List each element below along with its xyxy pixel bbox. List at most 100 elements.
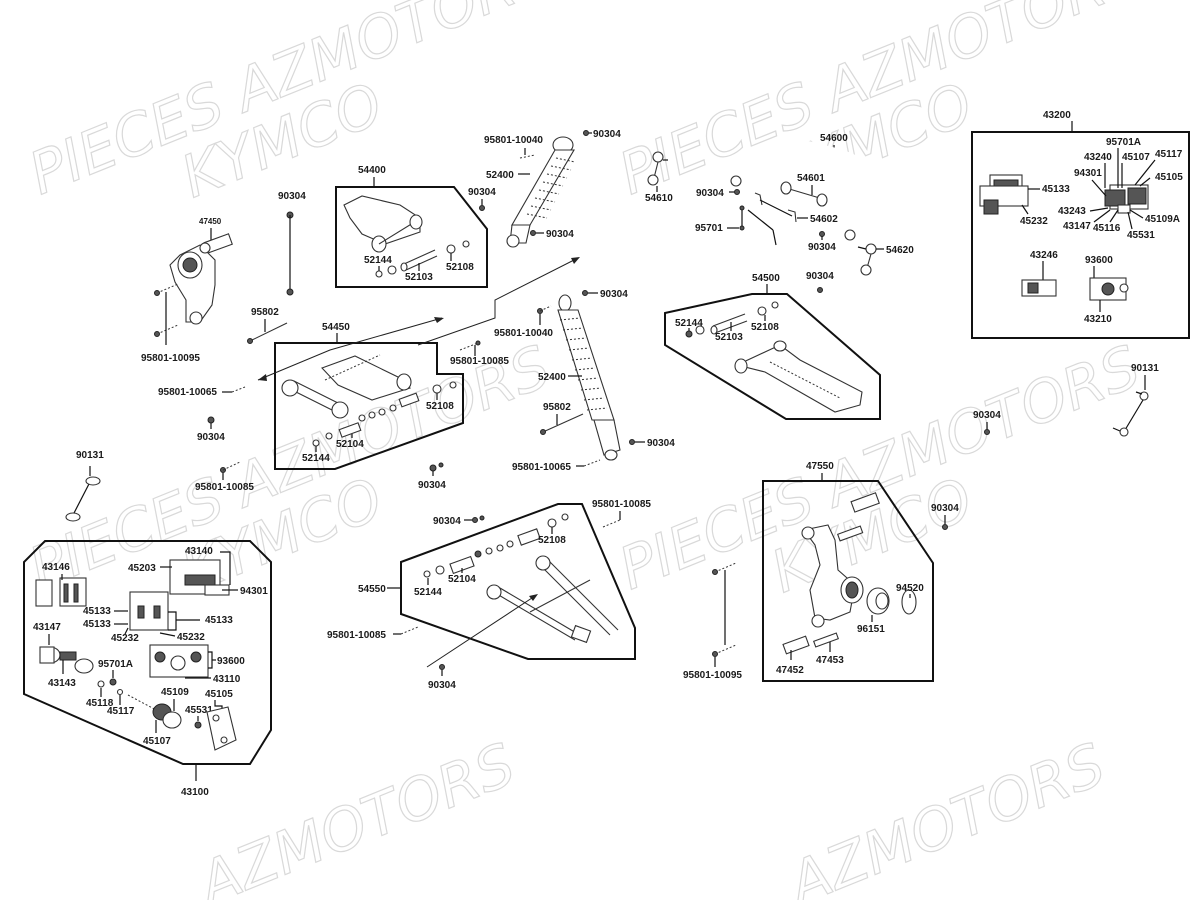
part-label[interactable]: 45105 (205, 689, 233, 700)
group-54400[interactable]: 54400 52144 52103 52108 (335, 165, 488, 288)
part-label[interactable]: 45109A (1145, 214, 1180, 225)
part-label[interactable]: 52108 (751, 322, 779, 333)
group-47550[interactable]: 47550 94520 96151 47452 47453 (762, 461, 934, 682)
part-label[interactable]: 90304 (973, 410, 1001, 421)
part-95701[interactable]: 95701 (695, 192, 797, 246)
part-label[interactable]: 43143 (48, 678, 76, 689)
part-label-43100[interactable]: 43100 (181, 787, 209, 798)
part-label[interactable]: 94301 (240, 586, 268, 597)
part-label[interactable]: 45116 (1093, 223, 1121, 234)
part-label[interactable]: 93600 (1085, 255, 1113, 266)
part-90304-j[interactable]: 90304 (808, 231, 836, 254)
part-54620[interactable]: 54620 (857, 243, 914, 276)
part-label[interactable]: 95802 (543, 402, 571, 413)
part-label[interactable]: 94301 (1074, 168, 1102, 179)
part-label[interactable]: 95701A (1106, 137, 1141, 148)
part-label[interactable]: 45232 (111, 633, 139, 644)
group-43200[interactable]: 43200 45133 45232 95701A 43240 45107 451… (971, 110, 1190, 339)
part-54601[interactable]: 54601 (780, 173, 828, 207)
part-label[interactable]: 54600 (820, 133, 848, 144)
part-label[interactable]: 54601 (797, 173, 825, 184)
part-label-47550[interactable]: 47550 (806, 461, 834, 472)
part-90304-a[interactable]: 90304 (278, 191, 306, 296)
part-label[interactable]: 45117 (107, 706, 135, 717)
part-label[interactable]: 45107 (143, 736, 171, 747)
part-label[interactable]: 43146 (42, 562, 70, 573)
part-label[interactable]: 45133 (1042, 184, 1070, 195)
part-label[interactable]: 95801-10085 (327, 630, 386, 641)
part-label[interactable]: 95801-10085 (592, 499, 651, 510)
part-label[interactable]: 95802 (251, 307, 279, 318)
part-label[interactable]: 45203 (128, 563, 156, 574)
part-label[interactable]: 43240 (1084, 152, 1112, 163)
part-label[interactable]: 43147 (33, 622, 61, 633)
part-label[interactable]: 52400 (486, 170, 514, 181)
part-label[interactable]: 54602 (810, 214, 838, 225)
part-label[interactable]: 43110 (213, 674, 241, 685)
part-label[interactable]: 45105 (1155, 172, 1183, 183)
part-label[interactable]: 90304 (931, 503, 959, 514)
part-label[interactable]: 95701 (695, 223, 723, 234)
part-label-54450[interactable]: 54450 (322, 322, 350, 333)
part-90131-b[interactable]: 90131 (1112, 363, 1159, 437)
part-label[interactable]: 52144 (364, 255, 392, 266)
part-label[interactable]: 90304 (696, 188, 724, 199)
part-label-43200[interactable]: 43200 (1043, 110, 1071, 121)
part-90304-b[interactable]: 90304 (197, 416, 225, 443)
part-label[interactable]: 95801-10085 (450, 356, 509, 367)
part-label-54550[interactable]: 54550 (358, 584, 386, 595)
part-label[interactable]: 43210 (1084, 314, 1112, 325)
part-label[interactable]: 52400 (538, 372, 566, 383)
part-label[interactable]: 95801-10065 (158, 387, 217, 398)
part-label[interactable]: 95801-10095 (683, 670, 742, 681)
part-label[interactable]: 95801-10095 (141, 353, 200, 364)
part-label[interactable]: 54610 (645, 193, 673, 204)
part-90304-o[interactable]: 90304 (428, 664, 456, 692)
part-label[interactable]: 52108 (446, 262, 474, 273)
part-label[interactable]: 52103 (405, 272, 433, 283)
part-47450[interactable]: 47450 (169, 217, 233, 325)
part-label[interactable]: 90304 (647, 438, 675, 449)
group-43100[interactable]: 43100 43140 45203 43146 94301 45133 4513… (23, 540, 272, 798)
part-label[interactable]: 52108 (426, 401, 454, 412)
part-label[interactable]: 95701A (98, 659, 133, 670)
part-label[interactable]: 45118 (86, 698, 114, 709)
group-54550[interactable]: 54550 52144 52104 52108 (358, 503, 636, 660)
part-label-54400[interactable]: 54400 (358, 165, 386, 176)
part-label[interactable]: 90304 (428, 680, 456, 691)
part-label[interactable]: 45232 (177, 632, 205, 643)
part-label[interactable]: 90304 (418, 480, 446, 491)
part-label[interactable]: 90304 (197, 432, 225, 443)
part-label[interactable]: 45232 (1020, 216, 1048, 227)
part-95801-10085-d[interactable]: 95801-10085 (327, 626, 419, 641)
part-54610[interactable]: 54610 (645, 151, 673, 204)
part-label[interactable]: 90304 (468, 187, 496, 198)
part-label[interactable]: 95801-10085 (195, 482, 254, 493)
part-label[interactable]: 45531 (1127, 230, 1155, 241)
part-95801-10095-a[interactable]: 95801-10095 (141, 283, 200, 364)
part-90304-l[interactable]: 90304 (973, 410, 1001, 435)
part-90304-c[interactable]: 90304 (418, 462, 446, 491)
part-95801-10085-b[interactable]: 95801-10085 (450, 340, 509, 367)
part-label[interactable]: 90131 (76, 450, 104, 461)
part-label[interactable]: 90304 (806, 271, 834, 282)
part-label[interactable]: 90131 (1131, 363, 1159, 374)
part-label[interactable]: 43246 (1030, 250, 1058, 261)
part-90304-i[interactable]: 90304 (696, 188, 740, 199)
part-label[interactable]: 90304 (433, 516, 461, 527)
part-label[interactable]: 47450 (199, 217, 222, 226)
part-label[interactable]: 43140 (185, 546, 213, 557)
part-label[interactable]: 43147 (1063, 221, 1091, 232)
part-label[interactable]: 95801-10040 (484, 135, 543, 146)
part-label[interactable]: 90304 (593, 129, 621, 140)
part-label[interactable]: 52144 (414, 587, 442, 598)
part-label[interactable]: 90304 (600, 289, 628, 300)
part-label[interactable]: 45133 (83, 619, 111, 630)
part-52400-b[interactable]: 90304 95801-10040 52400 95802 90304 9580… (494, 289, 675, 473)
part-95801-10095-b[interactable]: 95801-10095 (683, 562, 742, 681)
part-label[interactable]: 52144 (302, 453, 330, 464)
part-90304-n[interactable]: 90304 (433, 515, 485, 527)
part-90304-k[interactable]: 90304 (806, 271, 834, 293)
part-label[interactable]: 52108 (538, 535, 566, 546)
part-label[interactable]: 54620 (886, 245, 914, 256)
